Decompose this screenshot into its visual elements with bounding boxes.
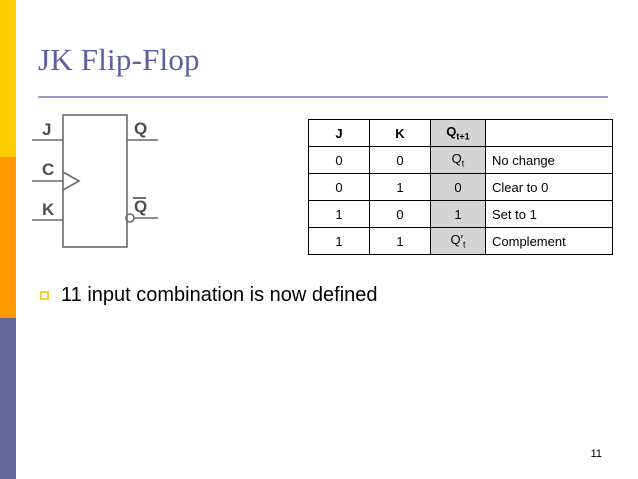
page-title: JK Flip-Flop [38, 42, 200, 77]
flip-flop-body [62, 114, 128, 248]
bullet-item-label: 11 input combination is now defined [61, 284, 378, 306]
table-header-k: K [369, 119, 431, 147]
diagram-label-q: Q [134, 119, 147, 138]
cell-j: 0 [308, 173, 370, 201]
diagram-label-k: K [42, 200, 55, 219]
page-number: 11 [590, 448, 602, 460]
cell-qnext: Qt [430, 146, 486, 174]
cell-qnext-base: 0 [454, 179, 462, 195]
cell-description: Complement [485, 227, 613, 255]
cell-qnext: 0 [430, 173, 486, 201]
cell-k: 1 [369, 173, 431, 201]
cell-description: Set to 1 [485, 200, 613, 228]
bullet-list-item: 11 input combination is now defined [40, 284, 378, 307]
cell-qnext-base: Q [450, 231, 461, 247]
decorative-sidebar [0, 0, 16, 479]
diagram-label-qbar: Q [134, 197, 147, 216]
diagram-label-j: J [42, 120, 51, 139]
sidebar-band-yellow [0, 0, 16, 157]
cell-qnext-base: Q [451, 150, 462, 166]
sidebar-band-orange [0, 157, 16, 318]
table-header-qnext-base: Q [446, 123, 457, 139]
table-header-j: J [308, 119, 370, 147]
table-header-description [485, 119, 613, 147]
cell-k: 0 [369, 200, 431, 228]
cell-qnext-prime: ′ [460, 231, 464, 247]
cell-qnext: 1 [430, 200, 486, 228]
cell-qnext-subscript: t [461, 158, 465, 169]
inverting-bubble-icon [125, 213, 135, 223]
cell-j: 1 [308, 227, 370, 255]
cell-qnext-base: 1 [454, 206, 462, 222]
jk-flip-flop-diagram: J C K Q Q [24, 108, 294, 258]
bullet-square-icon [40, 291, 49, 300]
cell-j: 0 [308, 146, 370, 174]
table-header-qnext-subscript: t+1 [456, 131, 470, 142]
title-divider [38, 96, 608, 98]
cell-description: Clear to 0 [485, 173, 613, 201]
table-header-row: J K Qt+1 [308, 119, 613, 147]
cell-k: 1 [369, 227, 431, 255]
cell-description: No change [485, 146, 613, 174]
cell-j: 1 [308, 200, 370, 228]
diagram-label-c: C [42, 160, 54, 179]
cell-qnext-subscript: t [463, 239, 466, 250]
cell-k: 0 [369, 146, 431, 174]
cell-qnext: Q′t [430, 227, 486, 255]
clock-triangle-icon [62, 171, 81, 191]
sidebar-band-purple [0, 318, 16, 479]
table-header-qnext: Qt+1 [430, 119, 486, 147]
